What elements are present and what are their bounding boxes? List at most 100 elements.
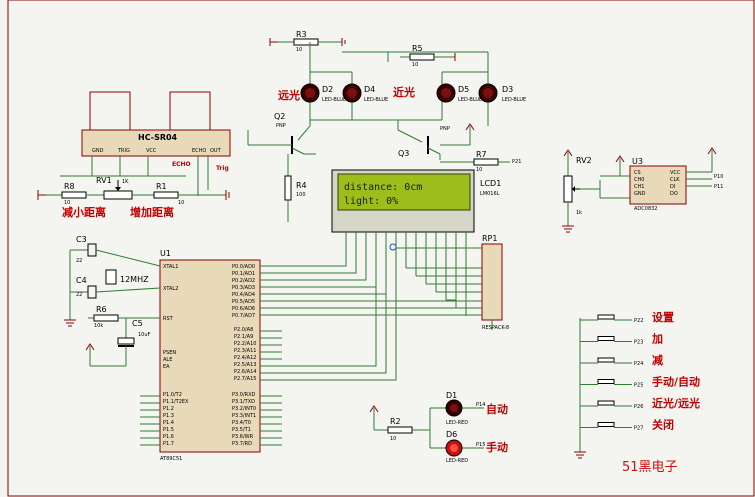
auto-label: 自动 <box>486 402 508 416</box>
u1-pin-xtal1: XTAL1 <box>163 264 178 270</box>
near-light-label: 近光 <box>393 85 415 99</box>
led-driver-section: R3 10 R5 10 D2 LED-BLUE <box>247 30 526 222</box>
u1-pin-p12: P1.2 <box>163 406 174 412</box>
manual-label: 手动 <box>486 440 508 454</box>
lcd-module[interactable]: distance: 0cm light: 0% <box>331 169 475 233</box>
crystal-value: 12MHZ <box>120 275 149 284</box>
u1-pin-p20: P2.0/A8 <box>234 327 253 333</box>
led-d3[interactable] <box>478 83 498 103</box>
u3-ref: U3 <box>632 157 643 166</box>
u1-pin-ea: EA <box>163 364 170 370</box>
d2-type: LED-BLUE <box>322 97 346 103</box>
button-label: 近光/远光 <box>652 396 700 410</box>
c5-value: 10uF <box>138 332 151 338</box>
rv2-ref: RV2 <box>576 156 592 165</box>
q3-ref: Q3 <box>398 149 409 158</box>
u1-pin-p05: P0.5/AD5 <box>232 299 255 305</box>
q2-type: PNP <box>276 123 286 129</box>
u1-pin-psen: PSEN <box>163 350 176 356</box>
u1-pin-p11: P1.1/T2EX <box>163 399 189 405</box>
u1-pin-p30: P3.0/RXD <box>232 392 256 398</box>
led-d6[interactable] <box>445 439 463 457</box>
u1-pin-p10: P1.0/T2 <box>163 392 182 398</box>
c4-value: 22 <box>76 292 82 298</box>
led-d4[interactable] <box>342 83 362 103</box>
resistor-r7[interactable] <box>473 158 499 166</box>
u3-pin-gnd: GND <box>634 191 646 197</box>
u1-pin-p03: P0.3/AD3 <box>232 285 255 291</box>
resistor-r5[interactable] <box>409 53 435 61</box>
button-net-label: P27 <box>634 426 643 432</box>
u1-pin-p32: P3.2/INT0 <box>232 406 256 412</box>
transistor-q3[interactable] <box>397 120 470 160</box>
oscillator-section: C3 22 C4 22 12MHZ <box>64 235 161 327</box>
q2-ref: Q2 <box>274 112 285 121</box>
transistor-q2[interactable] <box>280 125 316 155</box>
u1-type: AT89C51 <box>160 456 182 462</box>
lcd1-ref: LCD1 <box>480 179 501 188</box>
u1-pin-p07: P0.7/AD7 <box>232 313 255 319</box>
d5-type: LED-BLUE <box>458 97 482 103</box>
u3-type: ADC0832 <box>634 206 658 212</box>
resistor-r4[interactable] <box>284 175 292 201</box>
crystal-x1[interactable] <box>105 269 117 285</box>
r3-ref: R3 <box>296 30 307 39</box>
resistor-r3[interactable] <box>293 38 319 46</box>
hcsr04-pin-gnd: GND <box>92 148 104 154</box>
u1-pin-p00: P0.0/AD0 <box>232 264 255 270</box>
resistor-pack-rp1[interactable] <box>481 243 503 321</box>
d6-ref: D6 <box>446 430 457 439</box>
adc-u3[interactable] <box>629 165 687 205</box>
lcd1-type: LM016L <box>480 191 500 197</box>
u1-pin-p16: P1.6 <box>163 434 174 440</box>
hcsr04-pin-echo: ECHO <box>192 148 206 154</box>
q3-type: PNP <box>440 126 450 132</box>
lcd-line-2: light: 0% <box>344 196 398 207</box>
u3-pin-cs: CS <box>634 170 641 176</box>
resistor-r8[interactable] <box>61 191 87 199</box>
button-net-label: P22 <box>634 318 643 324</box>
potentiometer-rv1[interactable] <box>103 190 133 200</box>
u1-pin-p37: P3.7/RD <box>232 441 252 447</box>
resistor-r1[interactable] <box>153 191 179 199</box>
d1-ref: D1 <box>446 391 457 400</box>
r2-value: 10 <box>390 436 396 442</box>
net-p15: P15 <box>476 442 485 448</box>
led-d2[interactable] <box>300 83 320 103</box>
resistor-r2[interactable] <box>387 426 413 434</box>
u1-port0-pins: P0.0/AD0 P0.1/AD1 P0.2/AD2 P0.3/AD3 P0.4… <box>232 264 255 319</box>
resistor-r6[interactable] <box>93 314 119 322</box>
capacitor-c5[interactable] <box>117 337 135 345</box>
echo-label: ECHO <box>172 161 191 168</box>
d2-ref: D2 <box>322 85 333 94</box>
watermark: 51黑电子 <box>622 460 678 475</box>
ultrasonic-sensor[interactable]: HC-SR04 GND TRIG VCC ECHO OUT <box>81 91 231 157</box>
button-label: 加 <box>651 332 663 346</box>
d1-type: LED-RED <box>446 420 468 426</box>
hcsr04-pin-trig: TRIG <box>117 148 130 154</box>
net-p10: P10 <box>714 174 723 180</box>
rv1-value: 1K <box>122 179 129 185</box>
potentiometer-rv2[interactable] <box>563 175 573 203</box>
u1-port1-pins: P1.0/T2 P1.1/T2EX P1.2 P1.3 P1.4 P1.5 P1… <box>163 392 189 447</box>
u1-pin-p17: P1.7 <box>163 441 174 447</box>
led-d1[interactable] <box>445 399 463 417</box>
rp1-type: RESPACK-8 <box>482 325 509 331</box>
hcsr04-pin-vcc: VCC <box>146 148 157 154</box>
u1-pin-p02: P0.2/AD2 <box>232 278 255 284</box>
u3-pin-do: DO <box>670 191 678 197</box>
c3-value: 22 <box>76 258 82 264</box>
u1-pin-p23: P2.3/A11 <box>234 348 256 354</box>
u1-pin-p14: P1.4 <box>163 420 174 426</box>
mcu-u1[interactable] <box>159 259 261 453</box>
u1-pin-p27: P2.7/A15 <box>234 376 256 382</box>
led-d5[interactable] <box>436 83 456 103</box>
